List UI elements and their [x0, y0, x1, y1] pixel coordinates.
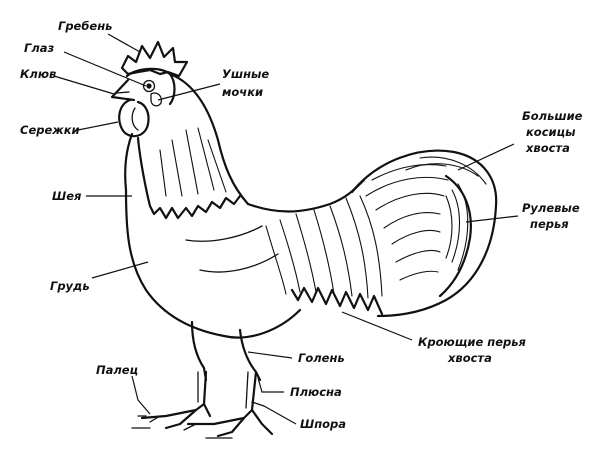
label-coverts-1: Кроющие перья [418, 335, 527, 349]
label-coverts-2: хвоста [447, 351, 492, 365]
neck-back-outline [168, 72, 250, 206]
label-eye: Глаз [24, 41, 55, 55]
back-outline [246, 178, 366, 213]
body-front-outline [124, 132, 226, 338]
leader-spur [263, 405, 297, 425]
label-neck: Шея [52, 189, 82, 203]
leader-rectrices [465, 215, 519, 223]
wing-outline [222, 308, 302, 339]
label-rectrices-2: перья [530, 217, 569, 231]
label-beak: Клюв [20, 67, 56, 81]
labels: Гребень Глаз Клюв Ушные мочки Сережки Бо… [20, 19, 583, 431]
wattles-shape [118, 98, 150, 138]
label-comb: Гребень [58, 19, 112, 33]
leader-earlobes [157, 83, 221, 101]
leader-shank [247, 351, 293, 359]
leader-tarsus [257, 377, 284, 393]
leader-wattles [77, 121, 119, 131]
leader-eye [63, 51, 147, 87]
thigh-left [190, 320, 208, 382]
leg-left [140, 370, 212, 430]
leader-sickles [457, 143, 515, 171]
label-earlobes-2: мочки [222, 85, 263, 99]
label-tarsus: Плюсна [290, 385, 342, 399]
label-wattles: Сережки [20, 123, 80, 137]
leader-breast [91, 261, 149, 279]
label-earlobes-1: Ушные [222, 67, 269, 81]
rooster-drawing [110, 40, 498, 439]
eye-mark [146, 83, 152, 89]
hackle-fringe [136, 136, 242, 220]
earlobe-shape [150, 92, 163, 107]
leader-toe [131, 375, 151, 415]
tail-sickle-outline [350, 149, 498, 318]
label-breast: Грудь [50, 279, 90, 293]
tail-coverts-fringe [290, 286, 384, 316]
label-sickles-1: Большие [522, 109, 583, 123]
leader-lines [53, 33, 519, 425]
beak-shape [110, 78, 136, 102]
leader-coverts [341, 311, 413, 341]
spur-mark [251, 401, 265, 407]
label-sickles-3: хвоста [525, 141, 570, 155]
leader-beak [53, 75, 115, 95]
rectrices-outline [438, 174, 472, 298]
leader-comb [107, 33, 141, 53]
label-rectrices-1: Рулевые [522, 201, 580, 215]
label-toe: Палец [96, 363, 138, 377]
label-shank: Голень [298, 351, 345, 365]
label-spur: Шпора [300, 417, 346, 431]
label-sickles-2: косицы [526, 125, 576, 139]
leg-right [186, 370, 274, 438]
